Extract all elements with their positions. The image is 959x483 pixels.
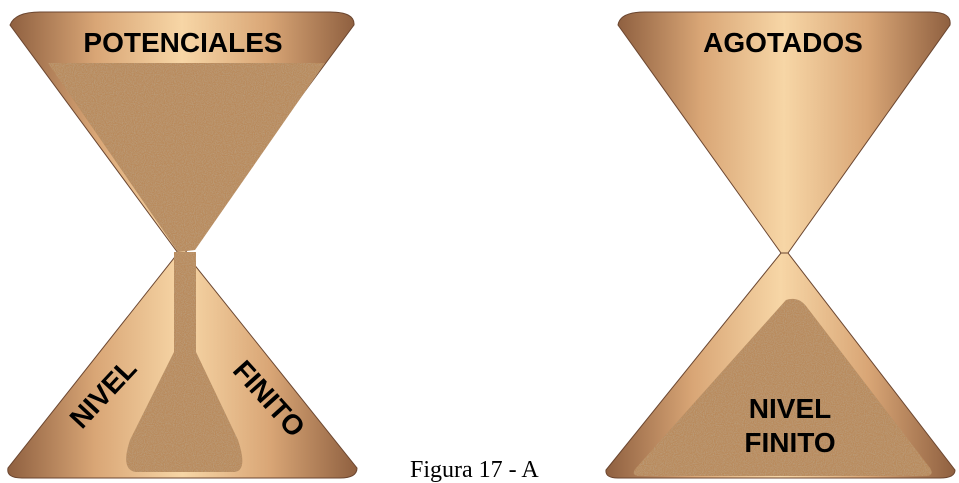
left-top-sand xyxy=(48,63,325,252)
right-hourglass: AGOTADOS NIVEL FINITO xyxy=(606,12,955,478)
right-bottom-label-line1: NIVEL xyxy=(749,393,831,424)
left-hourglass: POTENCIALES NIVEL FINITO xyxy=(8,12,357,478)
figure-caption: Figura 17 - A xyxy=(410,457,539,483)
right-top-label: AGOTADOS xyxy=(703,27,863,58)
right-bottom-label-line2: FINITO xyxy=(744,427,835,458)
left-top-label: POTENCIALES xyxy=(83,27,282,58)
